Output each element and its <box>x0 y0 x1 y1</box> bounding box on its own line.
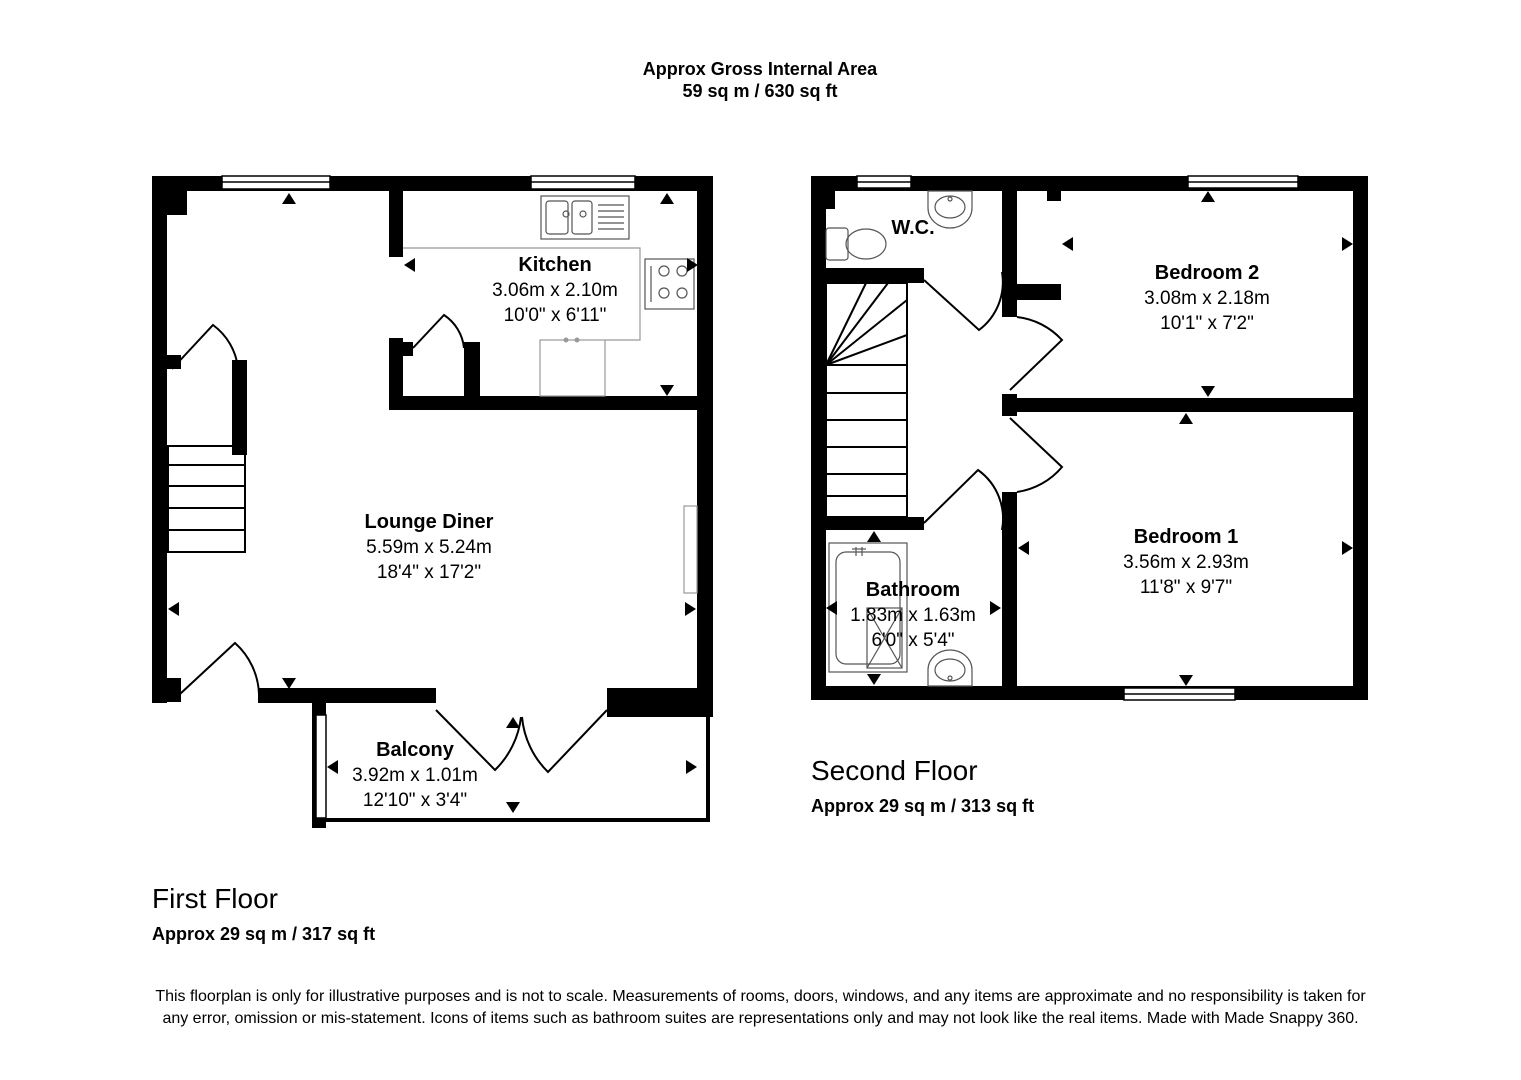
balcony-door-right <box>521 709 608 774</box>
gross-area-value: 59 sq m / 630 sq ft <box>682 81 838 101</box>
first-floor-plan: Kitchen 3.06m x 2.10m 10'0" x 6'11" Loun… <box>152 175 713 828</box>
bedroom1-name: Bedroom 1 <box>1134 526 1238 548</box>
bedroom2-name: Bedroom 2 <box>1155 262 1259 284</box>
gross-area-header: Approx Gross Internal Area 59 sq m / 630… <box>560 58 960 102</box>
kitchen-unit <box>539 339 606 397</box>
ff-cupboard-door <box>171 323 239 370</box>
balcony-imperial: 12'10" x 3'4" <box>363 790 467 811</box>
ff-dimension-arrows <box>168 193 698 813</box>
bathroom-metric: 1.83m x 1.63m <box>850 605 976 626</box>
bedroom2-imperial: 10'1" x 7'2" <box>1160 313 1254 334</box>
radiator <box>683 505 698 594</box>
sf-dimension-arrows <box>826 191 1353 686</box>
sf-wall-bottom <box>811 686 1368 700</box>
sf-wc-door <box>923 271 1004 332</box>
sf-wall-left <box>811 176 826 700</box>
ff-kitchen-wall <box>389 396 713 410</box>
kitchen-metric: 3.06m x 2.10m <box>492 280 618 301</box>
second-floor-area: Approx 29 sq m / 313 sq ft <box>811 796 1035 816</box>
first-floor-title: First Floor <box>152 883 278 914</box>
kitchen-imperial: 10'0" x 6'11" <box>504 305 607 326</box>
balcony-railing <box>326 717 710 822</box>
balcony-name: Balcony <box>376 739 455 761</box>
bathroom-imperial: 6'0" x 5'4" <box>871 630 954 651</box>
lounge-imperial: 18'4" x 17'2" <box>377 562 481 583</box>
second-floor-plan: W.C. Bedroom 2 3.08m x 2.18m 10'1" x 7'2… <box>811 175 1368 701</box>
sf-bedroom1-door <box>1009 417 1064 493</box>
gross-area-title: Approx Gross Internal Area <box>642 59 878 79</box>
ff-entrance-door <box>179 641 260 695</box>
ff-kitchen-cupboard-door <box>412 313 465 349</box>
sf-bedroom2-door <box>1009 316 1064 391</box>
sf-wall-right <box>1353 176 1368 700</box>
kitchen-sink-icon <box>540 195 630 240</box>
balcony-door-left <box>435 709 522 772</box>
bedroom2-metric: 3.08m x 2.18m <box>1144 288 1270 309</box>
sf-stairs <box>825 282 908 518</box>
sf-bathroom-door <box>923 468 1005 531</box>
sf-bedroom-divider <box>1002 398 1354 412</box>
balcony-metric: 3.92m x 1.01m <box>352 765 478 786</box>
bedroom1-metric: 3.56m x 2.93m <box>1123 552 1249 573</box>
wc-name: W.C. <box>891 217 934 239</box>
kitchen-hob-icon <box>644 258 695 310</box>
bathroom-name: Bathroom <box>866 579 960 601</box>
ff-stairs <box>167 445 246 553</box>
ff-wall-left <box>152 176 167 703</box>
bedroom1-imperial: 11'8" x 9'7" <box>1140 577 1232 598</box>
ff-wall-right <box>697 176 713 717</box>
wc-basin-icon <box>927 190 973 229</box>
balcony-window <box>315 714 327 819</box>
lounge-metric: 5.59m x 5.24m <box>366 537 492 558</box>
disclaimer-text: This floorplan is only for illustrative … <box>155 988 1366 1027</box>
ff-wall-bottom-right <box>607 688 713 717</box>
toilet-icon <box>825 227 887 261</box>
first-floor-area: Approx 29 sq m / 317 sq ft <box>152 924 376 944</box>
bathroom-basin-icon <box>927 649 973 687</box>
kitchen-name: Kitchen <box>518 254 591 276</box>
lounge-name: Lounge Diner <box>365 511 494 533</box>
ff-wall-bottom-left <box>258 688 436 703</box>
second-floor-title: Second Floor <box>811 755 978 786</box>
